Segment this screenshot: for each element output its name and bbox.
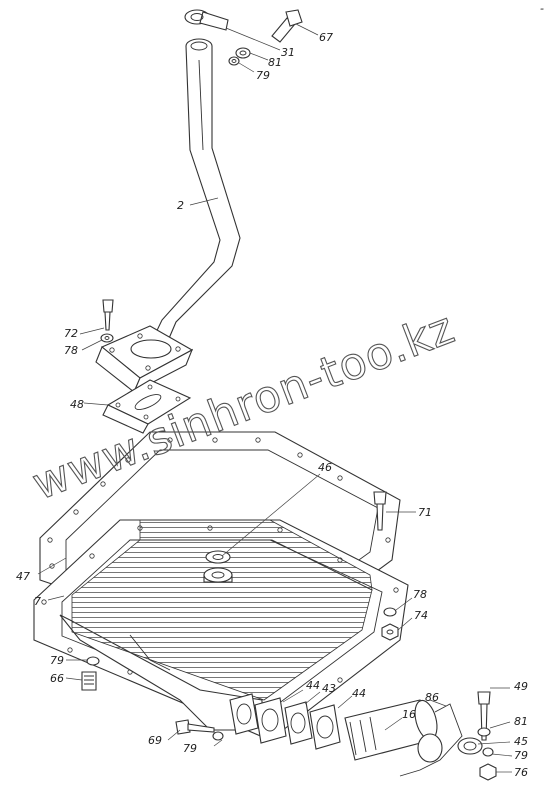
callout-86: 86 <box>425 691 439 704</box>
nut-74 <box>381 623 399 641</box>
callout-79-left: 79 <box>50 654 64 667</box>
filler-tube-2 <box>149 38 241 351</box>
callout-74: 74 <box>414 609 428 622</box>
callout-78-top: 78 <box>64 344 78 357</box>
clamp-45 <box>457 737 483 755</box>
bolt-72 <box>102 299 114 331</box>
washer-78-top <box>100 333 114 343</box>
callout-76: 76 <box>514 766 528 779</box>
callout-78-right: 78 <box>413 588 427 601</box>
washer-78-right <box>383 607 397 617</box>
wire-86 <box>399 703 463 777</box>
callout-79-right: 79 <box>514 749 528 762</box>
washer-81-bottom <box>477 727 491 737</box>
callout-2: 2 <box>177 199 184 212</box>
spring-washer-79 <box>228 56 240 66</box>
gasket-44-a <box>229 693 259 735</box>
callout-79-bottom: 79 <box>183 742 197 755</box>
bolt-67 <box>271 9 303 43</box>
plug-66 <box>81 671 97 691</box>
clamp-31 <box>184 9 229 31</box>
callout-81-bottom: 81 <box>514 715 528 728</box>
washer-79-right <box>482 747 494 757</box>
callout-labels: 67 31 81 79 2 72 78 48 46 71 47 7 78 74 … <box>16 31 528 779</box>
callout-67: 67 <box>319 31 333 44</box>
callout-49: 49 <box>514 680 528 693</box>
flange-44-c <box>309 704 341 750</box>
oil-pan <box>59 519 373 731</box>
callout-71: 71 <box>418 506 432 519</box>
flange-44-b <box>254 697 287 744</box>
callout-31: 31 <box>281 46 295 59</box>
washer-81 <box>235 47 251 59</box>
callout-46: 46 <box>318 461 332 474</box>
gasket-48 <box>102 379 192 434</box>
pipe-16 <box>344 699 443 763</box>
leader-lines <box>37 23 513 773</box>
callout-47: 47 <box>16 570 30 583</box>
callout-43: 43 <box>322 682 336 695</box>
callout-72: 72 <box>64 327 78 340</box>
callout-44-b: 44 <box>352 687 366 700</box>
washer-79-left <box>86 656 100 666</box>
gasket-43 <box>284 701 313 745</box>
callout-81-top: 81 <box>268 56 282 69</box>
callout-7: 7 <box>34 595 41 608</box>
drain-fitting-46 <box>203 550 233 583</box>
bolt-71 <box>373 491 387 531</box>
nut-76 <box>479 763 497 781</box>
callout-48: 48 <box>70 398 84 411</box>
callout-45: 45 <box>514 735 528 748</box>
callout-79-top: 79 <box>256 69 270 82</box>
washer-79-bottom <box>212 731 224 741</box>
callout-66: 66 <box>50 672 64 685</box>
callout-69: 69 <box>148 734 162 747</box>
callout-16: 16 <box>402 708 416 721</box>
corner-mark: - <box>540 2 544 15</box>
callout-44-a: 44 <box>306 679 320 692</box>
